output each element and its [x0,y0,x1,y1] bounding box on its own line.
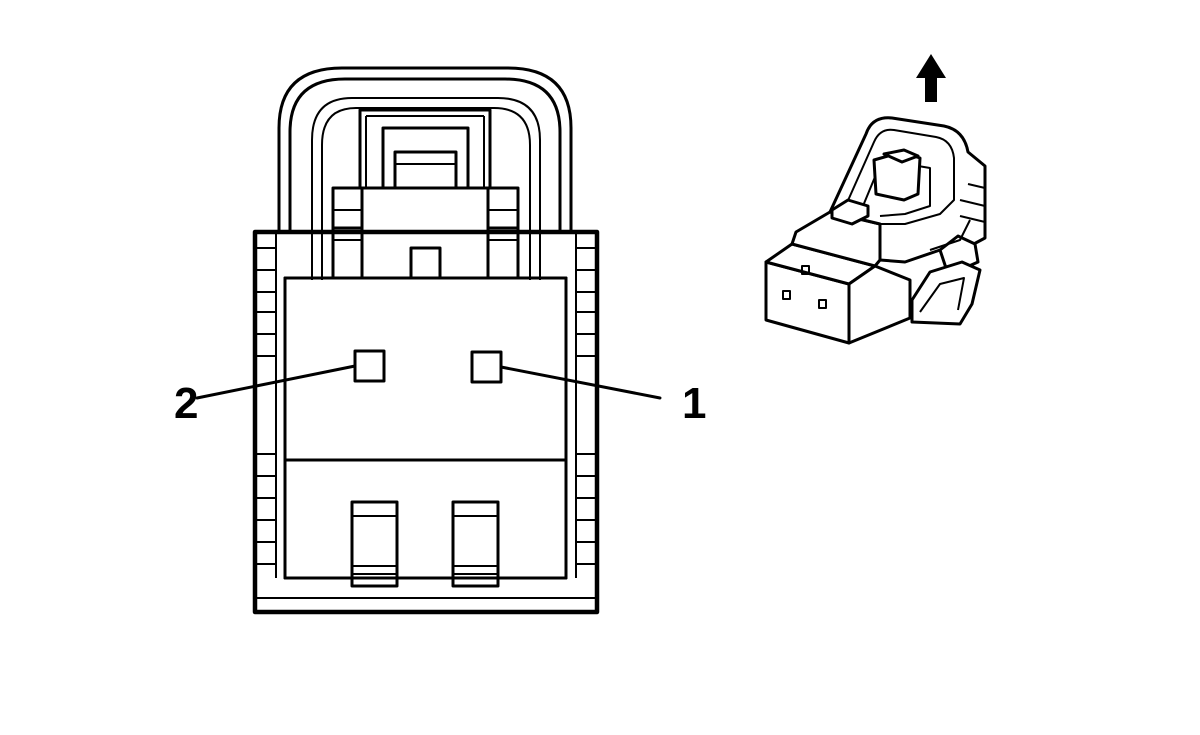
latch-block [358,108,492,190]
callout-2: 2 [174,364,357,428]
iso-pin-hole-c [818,299,827,309]
terminal-lock-right [451,500,500,588]
leader-line-1 [499,365,662,400]
pin-cavity-2 [353,349,386,383]
up-arrow-icon [916,54,946,102]
terminal-lock-left [350,500,399,588]
key-slot [409,246,442,280]
callout-label-1: 1 [682,379,706,428]
locking-bail [277,66,573,280]
leader-line-2 [195,364,357,400]
connector-front-view [252,66,600,615]
iso-pin-hole-a [801,265,810,275]
iso-pin-hole-b [782,290,791,300]
callout-label-2: 2 [174,379,198,428]
connector-face [283,276,568,462]
pin-cavity-1 [470,350,503,384]
callout-1: 1 [499,365,706,428]
connector-isometric-view [764,54,987,345]
left-side-ribs [255,232,277,578]
right-side-ribs [575,232,597,578]
connector-housing [252,229,600,615]
